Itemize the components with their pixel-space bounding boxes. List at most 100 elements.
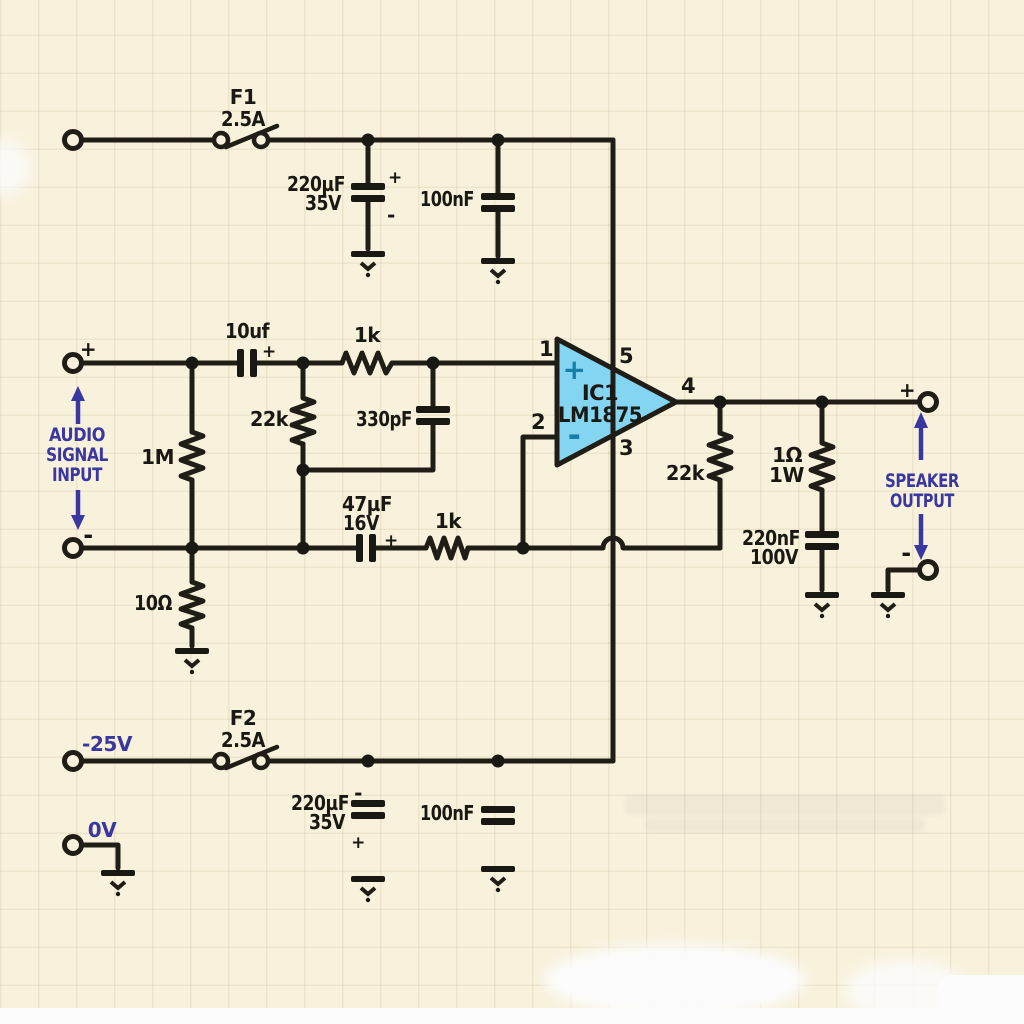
fuse2-ref-label: F2 [230,706,257,730]
ground-icon [481,866,515,893]
ground-icon [175,648,209,675]
fuse2-contact-right [251,751,271,771]
ic-ref-label: IC1 [582,381,618,405]
cap-10uf-value-label: 10uf [225,319,270,343]
speaker-output-label-line2: OUTPUT [890,490,954,512]
resistor-1ohm-zobel [808,440,836,493]
fuse1-contact-left [211,130,231,150]
resistor-1M-bias-label: 1M [141,445,174,469]
audio-input-label-line2: SIGNAL [46,444,108,466]
watermark-smudge [645,818,925,832]
ic-noninverting-sign: + [563,353,586,386]
terminal-speaker-minus [917,559,939,581]
cap-220nF-voltage-label: 100V [750,545,799,569]
input-minus-sign: - [83,521,92,549]
cap-100nF-top [481,193,515,212]
ground-icon [351,251,385,278]
audio-input-arrow-up-icon [71,386,85,424]
wire-speaker-minus [885,567,922,593]
cap-330pF-value-label: 330pF [356,407,412,431]
ground-icon [351,876,385,903]
resistor-1k-gain-label: 1k [435,509,462,533]
cap-100nF-top-value-label: 100nF [420,187,474,211]
cap-47uF-voltage-label: 16V [343,511,380,535]
fuse1-ref-label: F1 [230,85,257,109]
terminal-zero-volt [62,834,84,856]
input-plus-sign: + [80,337,96,361]
ic-pin2-label: 2 [531,410,545,434]
resistor-22k-shunt [289,395,317,447]
speaker-output-arrow-down-icon [914,514,928,560]
resistor-1ohm-value-label: 1Ω [772,443,802,467]
terminal-speaker-plus [917,391,939,413]
watermark-smudge [625,795,945,815]
cap-220uF-top-minus-sign: - [387,203,395,227]
cap-47uF-feedback [356,534,376,562]
cap-220uF-bottom-plus-sign: + [351,833,365,853]
resistor-22k-shunt-label: 22k [250,407,289,431]
ic-part-label: LM1875 [558,403,642,427]
resistor-10ohm-label: 10Ω [134,591,172,615]
terminal-input-plus [62,352,84,374]
ic-inverting-sign: - [568,416,581,454]
fuse2-rating-label: 2.5A [221,728,266,752]
scan-white-band [0,1008,1024,1024]
output-plus-sign: + [899,378,915,402]
fuse2-element [223,744,280,771]
cap-220uF-bottom-value-label: 220µF [291,791,349,815]
cap-47uF-value-label: 47µF [342,492,392,516]
scan-white-patch [545,945,805,1015]
ic-pin5-label: 5 [619,344,633,368]
ground-symbols [101,251,905,903]
cap-220uF-bottom-minus-sign: - [354,781,362,805]
fuse1-rating-label: 2.5A [221,107,266,131]
speaker-output-arrow-up-icon [914,412,928,460]
resistor-1k-series-label: 1k [354,323,381,347]
ground-icon [871,592,905,619]
cap-220nF-value-label: 220nF [742,526,800,550]
terminal-supply-negative [62,750,84,772]
cap-10uf-plus-sign: + [262,342,276,362]
audio-input-arrow-down-icon [71,490,85,530]
negative-rail-label: -25V [82,732,133,756]
wire-c-filter [300,360,436,551]
resistor-1k-gain [423,535,471,561]
zero-volt-label: 0V [88,818,117,842]
terminal-supply-positive [62,129,84,151]
cap-47uF-plus-sign: + [384,531,398,551]
terminal-input-minus [62,537,84,559]
cap-100nF-bottom [481,806,515,825]
ic-pin4-label: 4 [681,374,695,398]
ic-pin3-label: 3 [619,436,633,460]
fuse1-element [223,123,280,150]
cap-330pF-filter [416,406,450,425]
output-minus-sign: - [901,539,910,567]
resistor-22k-feedback-label: 22k [666,461,705,485]
wire-pin2 [520,434,560,551]
wire-feedback-line [79,535,723,551]
junction-dots [185,133,829,768]
wire-zero-volt [79,842,121,871]
resistor-22k-feedback [706,430,734,483]
cap-10uf-coupling [237,349,257,377]
cap-220uF-bottom-voltage-label: 35V [309,810,346,834]
resistor-1M-bias [178,429,206,483]
cap-220uF-top-plus-sign: + [388,168,402,188]
ground-icon [805,592,839,619]
cap-220nF-zobel [805,531,839,550]
cap-220uF-top [351,183,385,202]
ic-pin1-label: 1 [539,337,553,361]
cap-220uF-bottom [351,800,385,819]
ic-opamp-triangle [554,336,679,468]
audio-input-label-line3: INPUT [52,464,102,486]
fuse2-contact-left [211,751,231,771]
audio-input-label-line1: AUDIO [49,424,105,446]
resistor-1k-series [339,350,395,376]
ground-icon [101,870,135,897]
cap-220uF-top-value-label: 220µF [287,172,345,196]
ground-icon [481,258,515,285]
cap-100nF-bottom-value-label: 100nF [420,801,474,825]
resistor-1ohm-power-label: 1W [769,463,804,487]
